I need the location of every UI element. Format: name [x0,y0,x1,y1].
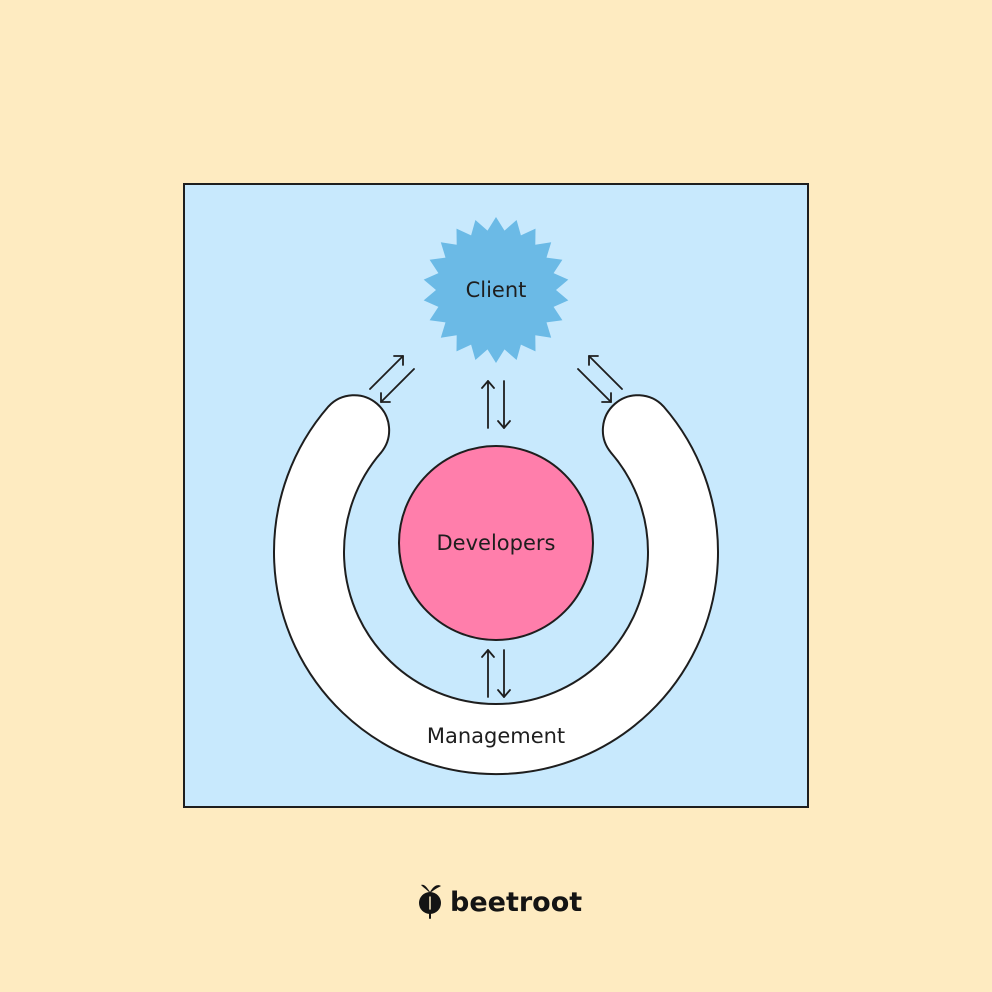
arrow-down-icon [497,380,511,429]
client-label: Client [466,278,527,302]
developers-node [398,445,594,641]
arrow-down-right-icon [577,368,612,403]
developers-management-arrows [481,649,511,698]
arrow-up-icon [481,380,495,429]
client-developers-arrows [481,380,511,429]
developers-label: Developers [437,531,556,555]
brand-logo: beetroot [419,884,582,919]
arrow-up-left-icon [588,355,623,390]
client-management-left-arrows [369,355,415,403]
management-label: Management [427,724,565,748]
brand-name: beetroot [450,887,582,918]
arrow-up-right-icon [369,355,404,390]
arrow-down-icon [497,649,511,698]
beetroot-logo-icon [419,884,441,919]
client-node [423,217,569,363]
arrow-up-icon [481,649,495,698]
arrow-down-left-icon [380,368,415,403]
client-management-right-arrows [577,355,623,403]
management-band [273,394,719,776]
